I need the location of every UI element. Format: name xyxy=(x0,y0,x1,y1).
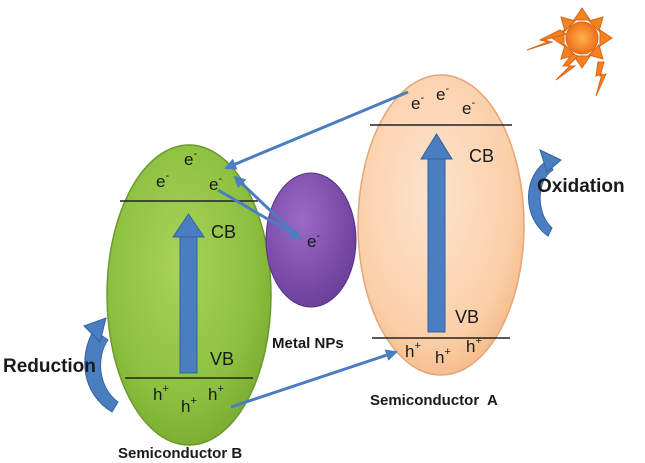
semiconductor-b-holes: h+ h+ h+ xyxy=(153,383,224,416)
electron-a-2: e- xyxy=(436,83,449,104)
arrow-electron-b-to-metal xyxy=(217,188,302,240)
hole-a-1: h+ xyxy=(405,340,421,361)
semiconductor-a-holes: h+ h+ h+ xyxy=(405,335,482,367)
electron-a-3: e- xyxy=(462,97,475,118)
arrow-hole-b-to-a xyxy=(230,349,398,409)
charge-transfer-arrows xyxy=(217,90,409,409)
metal-nps-ellipse xyxy=(265,172,357,308)
hole-b-1: h+ xyxy=(153,383,169,404)
reduction-curved-arrow-icon xyxy=(83,317,119,413)
metal-nps: e- xyxy=(265,172,357,308)
hole-a-3: h+ xyxy=(466,335,482,356)
semiconductor-b-caption: Semiconductor B xyxy=(118,445,242,462)
semiconductor-b-electrons: e- e- e- xyxy=(156,148,222,194)
semiconductor-b-excitation-arrowhead xyxy=(172,213,205,238)
metal-nps-label: Metal NPs xyxy=(272,335,344,352)
sun-icon xyxy=(551,7,613,69)
sun-ray-bolts xyxy=(526,29,607,97)
semiconductor-a-excitation-arrowhead xyxy=(420,133,453,160)
reduction-label: Reduction xyxy=(3,356,96,377)
semiconductor-a-vb-label: VB xyxy=(455,307,479,327)
hole-b-3: h+ xyxy=(208,383,224,404)
semiconductor-b-excitation-arrow xyxy=(179,235,198,374)
hole-a-2: h+ xyxy=(435,346,451,367)
semiconductor-a-caption: Semiconductor A xyxy=(370,392,498,409)
semiconductor-b-cb-label: CB xyxy=(211,222,236,242)
semiconductor-a: CB VB e- e- e- h+ h+ h+ xyxy=(357,74,525,376)
semiconductor-a-excitation-arrow xyxy=(427,157,446,333)
semiconductor-b-vb-label: VB xyxy=(210,349,234,369)
electron-b-3: e- xyxy=(209,173,222,194)
arrow-metal-to-b xyxy=(233,175,295,234)
electron-a-1: e- xyxy=(411,92,424,113)
semiconductor-a-electrons: e- e- e- xyxy=(411,83,475,118)
curved-arrow-icon xyxy=(528,149,562,237)
metal-electron: e- xyxy=(307,230,320,251)
hole-b-2: h+ xyxy=(181,395,197,416)
semiconductor-b: CB VB e- e- e- h+ h+ h+ xyxy=(106,144,272,446)
arrow-electron-a-to-b xyxy=(224,90,409,170)
electron-b-1: e- xyxy=(156,170,169,191)
electron-b-2: e- xyxy=(184,148,197,169)
oxidation-label: Oxidation xyxy=(537,176,625,197)
semiconductor-a-cb-label: CB xyxy=(469,146,494,166)
